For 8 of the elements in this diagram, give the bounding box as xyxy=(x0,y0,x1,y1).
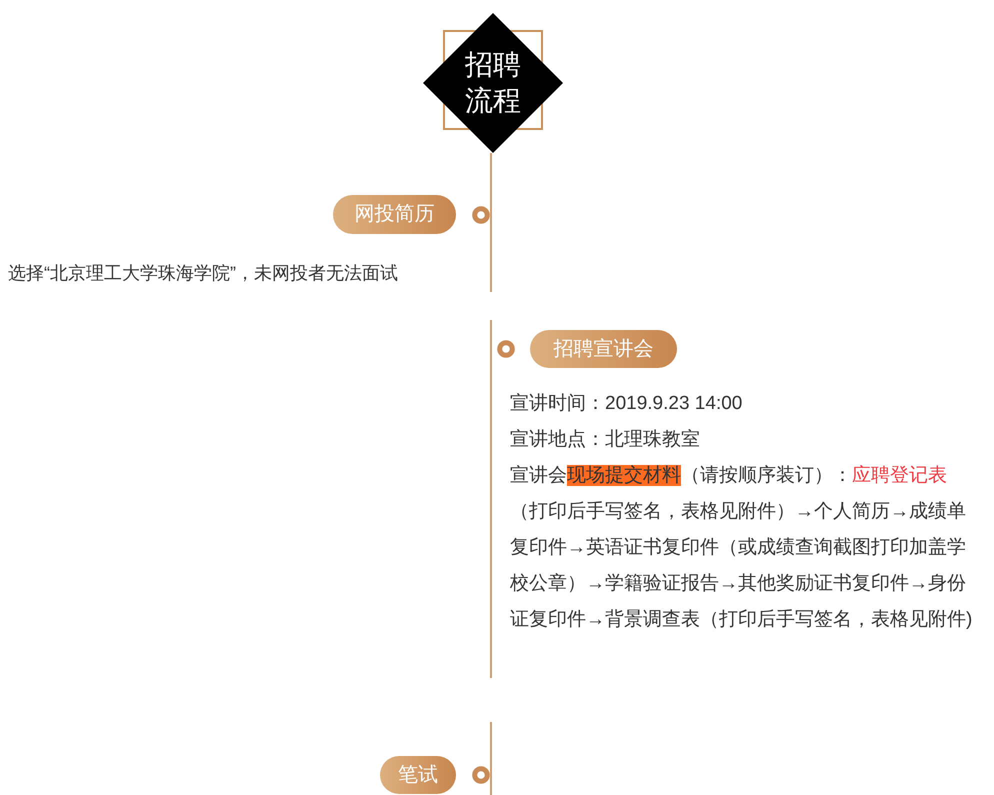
stage-pill: 网投简历 xyxy=(333,195,456,234)
title-diamond: 招聘流程 xyxy=(423,13,563,153)
info-text: 宣讲时间：2019.9.23 14:00 xyxy=(510,392,744,416)
info-text: 宣讲会现场提交材料（请按顺序装订）：应聘登记表（打印后手写签名，表格见附件）→个人简历→成绩单复印件→英语证书复印件（或成绩查询截图打印加盖学校公章）→学籍验证报告→其他奖励证书复印件→身份证复印件→背景调查表（打印后手写签名，表格见附件) xyxy=(510,464,974,632)
stage-pill: 招聘宣讲会 xyxy=(530,330,677,368)
description-text: 选择“北京理工大学珠海学院”，未网投者无法面试 xyxy=(8,262,398,285)
stage-pill: 笔试 xyxy=(380,756,456,794)
info-text: 宣讲地点：北理珠教室 xyxy=(510,428,701,452)
